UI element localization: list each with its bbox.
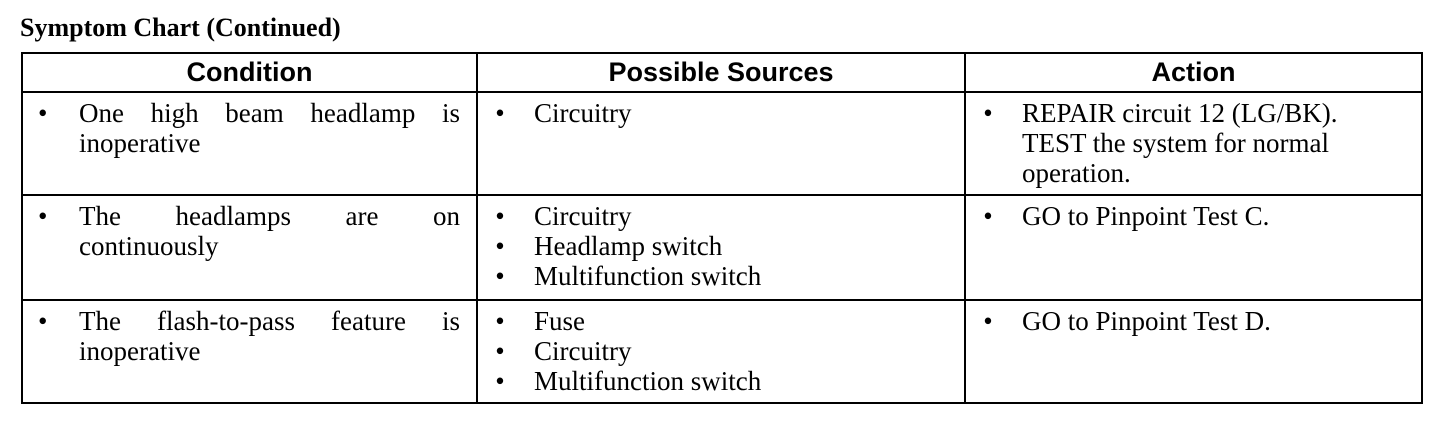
action-cell: • REPAIR circuit 12 (LG/BK). TEST the sys…: [964, 91, 1423, 196]
condition-item: • One high beam headlamp is inoperative: [23, 98, 476, 158]
symptom-table: Condition Possible Sources Action • One h…: [21, 52, 1423, 404]
condition-text: The flash-to-pass feature is inoperative: [79, 306, 460, 366]
bullet-icon: •: [495, 261, 505, 291]
source-item: • Multifunction switch: [478, 366, 964, 396]
page-title: Symptom Chart (Continued): [20, 13, 341, 42]
table-header-row: Condition Possible Sources Action: [21, 52, 1423, 93]
source-text: Circuitry: [534, 336, 632, 366]
table-row: • The headlamps are on continuously • Circ…: [21, 194, 1423, 301]
bullet-icon: •: [495, 306, 505, 336]
source-text: Circuitry: [534, 98, 632, 128]
condition-cell: • The headlamps are on continuously: [21, 194, 478, 301]
bullet-icon: •: [495, 366, 505, 396]
bullet-icon: •: [983, 201, 993, 231]
column-header-condition: Condition: [21, 52, 478, 93]
action-item: • GO to Pinpoint Test C.: [966, 201, 1421, 231]
action-cell: • GO to Pinpoint Test D.: [964, 299, 1423, 404]
bullet-icon: •: [495, 336, 505, 366]
condition-item: • The flash-to-pass feature is inoperativ…: [23, 306, 476, 366]
bullet-icon: •: [983, 306, 993, 336]
source-text: Headlamp switch: [534, 231, 723, 261]
sources-cell: • Circuitry: [476, 91, 966, 196]
source-item: • Multifunction switch: [478, 261, 964, 291]
bullet-icon: •: [983, 98, 993, 128]
source-text: Multifunction switch: [534, 261, 762, 291]
bullet-icon: •: [38, 306, 48, 336]
table-row: • The flash-to-pass feature is inoperativ…: [21, 299, 1423, 404]
source-text: Multifunction switch: [534, 366, 762, 396]
condition-cell: • One high beam headlamp is inoperative: [21, 91, 478, 196]
source-item: • Circuitry: [478, 98, 964, 128]
sources-cell: • Circuitry • Headlamp switch • Multifuncti…: [476, 194, 966, 301]
action-text: REPAIR circuit 12 (LG/BK). TEST the syst…: [1022, 98, 1338, 188]
action-text: GO to Pinpoint Test D.: [1022, 306, 1271, 336]
column-header-possible-sources: Possible Sources: [476, 52, 966, 93]
source-item: • Circuitry: [478, 201, 964, 231]
bullet-icon: •: [495, 201, 505, 231]
action-cell: • GO to Pinpoint Test C.: [964, 194, 1423, 301]
source-text: Fuse: [534, 306, 586, 336]
source-item: • Fuse: [478, 306, 964, 336]
action-item: • REPAIR circuit 12 (LG/BK). TEST the sys…: [966, 98, 1421, 188]
action-text: GO to Pinpoint Test C.: [1022, 201, 1270, 231]
action-item: • GO to Pinpoint Test D.: [966, 306, 1421, 336]
condition-text: One high beam headlamp is inoperative: [79, 98, 460, 158]
sources-cell: • Fuse • Circuitry • Multifunction switch: [476, 299, 966, 404]
condition-cell: • The flash-to-pass feature is inoperativ…: [21, 299, 478, 404]
condition-item: • The headlamps are on continuously: [23, 201, 476, 261]
bullet-icon: •: [38, 201, 48, 231]
source-item: • Headlamp switch: [478, 231, 964, 261]
bullet-icon: •: [495, 98, 505, 128]
source-item: • Circuitry: [478, 336, 964, 366]
condition-text: The headlamps are on continuously: [79, 201, 460, 261]
column-header-action: Action: [964, 52, 1423, 93]
source-text: Circuitry: [534, 201, 632, 231]
table-row: • One high beam headlamp is inoperative •…: [21, 91, 1423, 196]
bullet-icon: •: [38, 98, 48, 128]
bullet-icon: •: [495, 231, 505, 261]
